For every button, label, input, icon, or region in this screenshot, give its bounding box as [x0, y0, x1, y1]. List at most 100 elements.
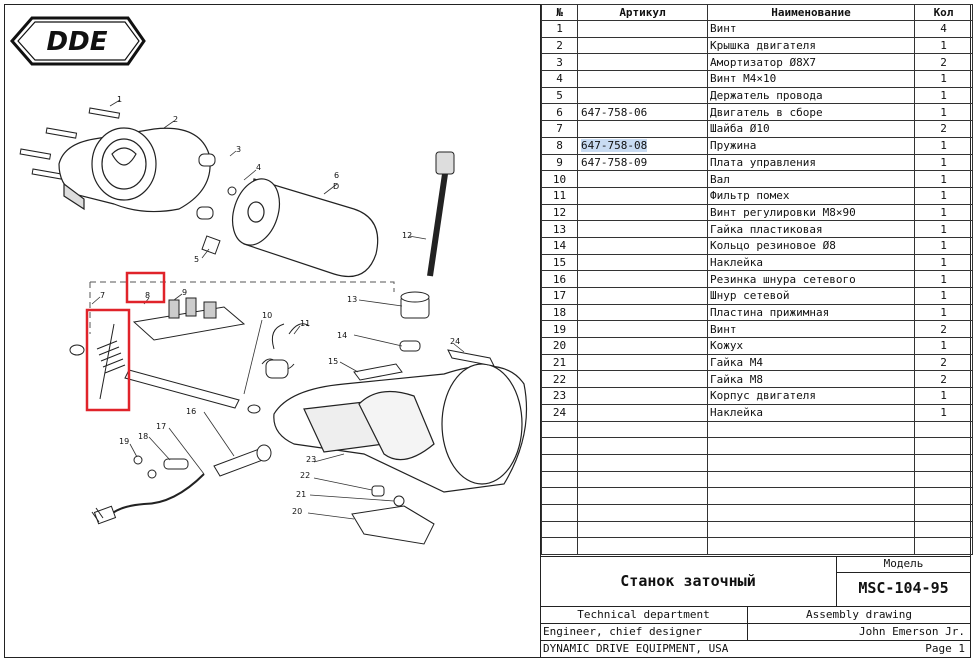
row-qty: 1 [914, 203, 973, 222]
empty-cell [541, 437, 578, 455]
row-article [577, 303, 708, 322]
callout-7: 7 [100, 291, 105, 300]
row-article [577, 287, 708, 305]
row-num: 17 [541, 287, 578, 305]
dde-logo: DDE [10, 16, 146, 66]
row-article [577, 20, 708, 38]
header-qty: Кол [914, 4, 973, 21]
empty-cell [914, 520, 973, 539]
empty-cell [914, 537, 973, 555]
row-num: 20 [541, 337, 578, 355]
empty-table-row [541, 470, 973, 489]
empty-table-row [541, 503, 973, 522]
sticker-part-15 [353, 363, 403, 381]
empty-cell [541, 420, 578, 439]
row-name: Кольцо резиновое Ø8 [707, 236, 915, 255]
row-num: 19 [541, 320, 578, 339]
power-cord-part-17 [91, 473, 205, 525]
row-article [577, 253, 708, 272]
row-num: 23 [541, 387, 578, 405]
empty-cell [707, 487, 915, 505]
company-name: DYNAMIC DRIVE EQUIPMENT, USA [543, 642, 729, 655]
callout-23: 23 [306, 455, 316, 464]
empty-cell [914, 487, 973, 505]
row-num: 21 [541, 353, 578, 372]
row-article [577, 86, 708, 105]
row-name: Фильтр помех [707, 186, 915, 205]
row-article [577, 353, 708, 372]
highlight-box-callout-8 [125, 271, 166, 304]
row-name: Шайба Ø10 [707, 120, 915, 138]
title-block: Модель Станок заточный MSC-104-95 Techni… [540, 556, 971, 658]
row-article [577, 36, 708, 55]
callout-20: 20 [292, 507, 302, 516]
row-num: 15 [541, 253, 578, 272]
row-article [577, 220, 708, 238]
header-article: Артикул [577, 4, 708, 21]
empty-cell [541, 537, 578, 555]
row-num: 22 [541, 370, 578, 389]
callout-12: 12 [402, 231, 412, 240]
row-article [577, 186, 708, 205]
row-num: 13 [541, 220, 578, 238]
row-name: Винт М4×10 [707, 70, 915, 88]
row-article [577, 53, 708, 72]
row-qty: 2 [914, 120, 973, 138]
callout-17: 17 [156, 422, 166, 431]
motor-mark: D [333, 182, 339, 191]
row-num: 2 [541, 36, 578, 55]
cover-part-20 [351, 505, 435, 545]
row-qty: 2 [914, 370, 973, 389]
row-article [577, 403, 708, 422]
cord-sleeve-part-16 [213, 444, 272, 477]
row-name: Крышка двигателя [707, 36, 915, 55]
callout-18: 18 [138, 432, 148, 441]
row-num: 7 [541, 120, 578, 138]
row-num: 9 [541, 153, 578, 172]
row-qty: 2 [914, 53, 973, 72]
row-name: Вал [707, 170, 915, 188]
motor-cover-part-2 [58, 127, 211, 213]
adjust-screw-part-12 [427, 151, 455, 277]
spring-part-8 [96, 323, 126, 400]
callout-1: 1 [117, 95, 122, 104]
shaft-part-10 [124, 369, 240, 409]
row-article: 647-758-09 [577, 153, 708, 172]
filter-part-11 [261, 323, 310, 379]
clamp-plate-part-18 [163, 458, 189, 470]
empty-cell [577, 487, 708, 505]
callout-13: 13 [347, 295, 357, 304]
row-name: Пружина [707, 136, 915, 155]
callout-21: 21 [296, 490, 306, 499]
callout-14: 14 [337, 331, 347, 340]
row-num: 6 [541, 103, 578, 122]
empty-table-row [541, 487, 973, 505]
row-num: 1 [541, 20, 578, 38]
callout-3: 3 [236, 145, 241, 154]
empty-cell [707, 520, 915, 539]
row-qty: 1 [914, 303, 973, 322]
row-name: Винт [707, 320, 915, 339]
exploded-view-drawing: DDE [10, 16, 528, 545]
row-name: Наклейка [707, 403, 915, 422]
empty-table-row [541, 420, 973, 439]
row-name: Гайка М4 [707, 353, 915, 372]
row-qty: 1 [914, 403, 973, 422]
empty-table-row [541, 437, 973, 455]
motor-part-6 [231, 178, 379, 278]
row-article [577, 337, 708, 355]
callout-22: 22 [300, 471, 310, 480]
empty-cell [707, 537, 915, 555]
